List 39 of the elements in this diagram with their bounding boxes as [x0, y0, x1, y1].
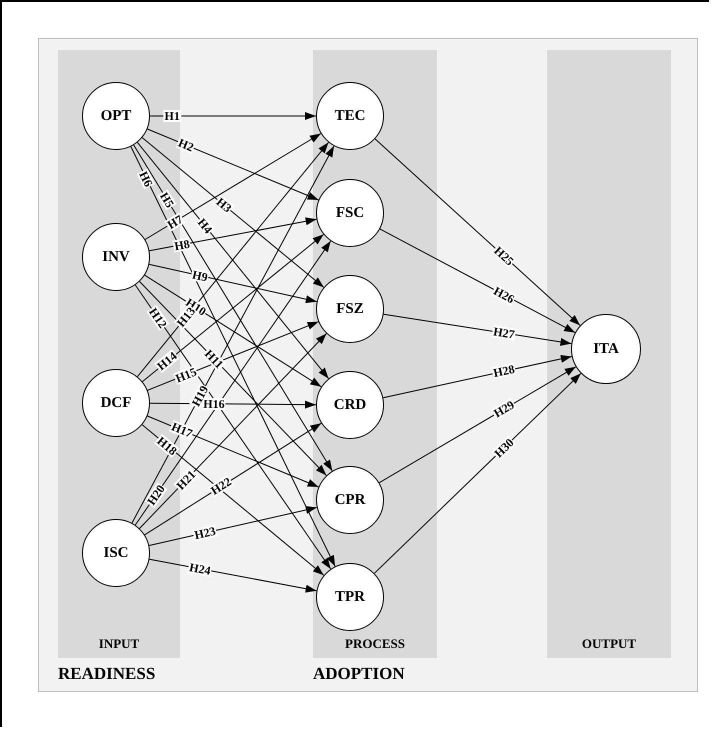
band-label: INPUT	[98, 636, 140, 652]
construct-circle: TPR	[316, 563, 384, 631]
construct-circle: INV	[82, 223, 150, 291]
arrow	[134, 284, 332, 570]
arrow	[142, 234, 324, 382]
arrow	[374, 372, 582, 574]
arrow	[144, 422, 322, 536]
arrow	[142, 137, 324, 288]
arrow	[150, 112, 316, 120]
arrow	[139, 281, 327, 476]
group-heading: ADOPTION	[313, 664, 405, 684]
construct-circle: ITA	[571, 314, 641, 384]
edge-label: H1	[163, 110, 181, 122]
arrow	[378, 366, 576, 484]
arrow	[380, 228, 576, 334]
column-band	[547, 50, 671, 658]
construct-circle: FSC	[316, 179, 384, 247]
construct-circle: DCF	[82, 369, 150, 437]
construct-circle: ISC	[82, 519, 150, 587]
construct-circle: FSZ	[316, 275, 384, 343]
arrow	[146, 128, 320, 200]
arrow	[142, 424, 324, 576]
construct-circle: CPR	[316, 466, 384, 534]
arrow	[148, 217, 318, 252]
band-label: OUTPUT	[580, 636, 638, 652]
arrow	[144, 133, 322, 240]
arrow	[134, 240, 332, 526]
construct-circle: TEC	[316, 82, 384, 150]
band-label: PROCESS	[344, 636, 406, 652]
arrow	[382, 354, 572, 398]
arrow	[383, 314, 572, 346]
arrow	[148, 264, 318, 304]
group-heading: READINESS	[58, 664, 156, 684]
arrow	[133, 144, 333, 472]
construct-circle: OPT	[82, 82, 150, 150]
arrow	[374, 138, 581, 326]
arrow	[139, 333, 327, 529]
arrow	[144, 274, 322, 388]
construct-circle: CRD	[316, 371, 384, 439]
